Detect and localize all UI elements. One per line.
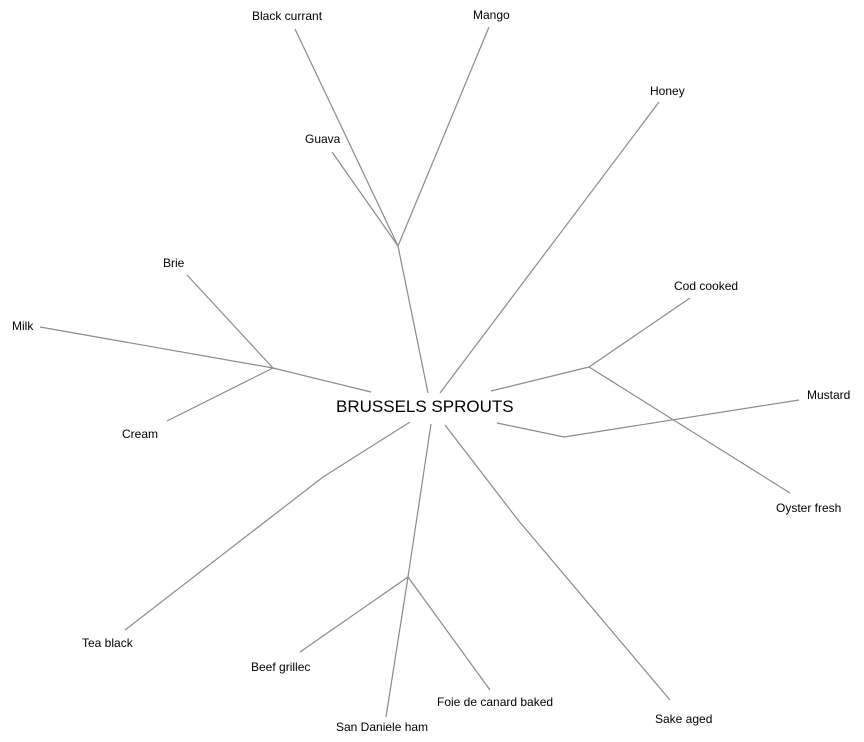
- edge-root-fruit: [397, 245, 429, 394]
- leaf-san-daniele-ham: San Daniele ham: [336, 720, 429, 734]
- leaf-honey: Honey: [650, 84, 685, 98]
- edge-milk: [39, 326, 274, 369]
- meat-branch: [299, 423, 491, 718]
- dairy-branch: [39, 274, 372, 422]
- edge-foie: [407, 576, 491, 691]
- leaf-cod-cooked: Cod cooked: [674, 279, 739, 293]
- edge-black-currant: [294, 28, 399, 247]
- leaf-oyster-fresh: Oyster fresh: [776, 501, 842, 515]
- center-node-label: BRUSSELS SPROUTS: [336, 397, 514, 416]
- edge-cod: [588, 297, 691, 368]
- edge-guava: [331, 151, 399, 247]
- leaf-black-currant: Black currant: [252, 9, 323, 23]
- leaf-sake-aged: Sake aged: [655, 712, 713, 726]
- edge-san-daniele: [385, 576, 409, 718]
- leaf-milk: Milk: [12, 319, 34, 333]
- edge-cream: [166, 367, 274, 422]
- edge-mustard: [496, 399, 800, 438]
- leaf-mango: Mango: [473, 8, 510, 22]
- edge-mango: [397, 26, 490, 247]
- edge-honey: [439, 101, 660, 394]
- edge-brie: [186, 274, 274, 369]
- edge-root-seafood: [490, 366, 590, 392]
- seafood-branch: [490, 297, 791, 494]
- edge-tea-black: [124, 421, 411, 631]
- leaf-tea-black: Tea black: [82, 636, 133, 650]
- edge-oyster: [588, 366, 791, 494]
- fruit-branch: [294, 26, 490, 394]
- edge-sake: [444, 424, 671, 701]
- leaf-foie-de-canard: Foie de canard baked: [437, 695, 554, 709]
- leaf-cream: Cream: [122, 427, 159, 441]
- leaf-brie: Brie: [163, 256, 185, 270]
- edge-root-dairy: [272, 367, 372, 393]
- edge-root-meat: [407, 423, 432, 578]
- edge-beef: [299, 576, 409, 653]
- leaf-guava: Guava: [305, 132, 341, 144]
- leaf-beef-grilled: Beef grillec: [251, 660, 311, 674]
- leaf-mustard: Mustard: [807, 388, 851, 402]
